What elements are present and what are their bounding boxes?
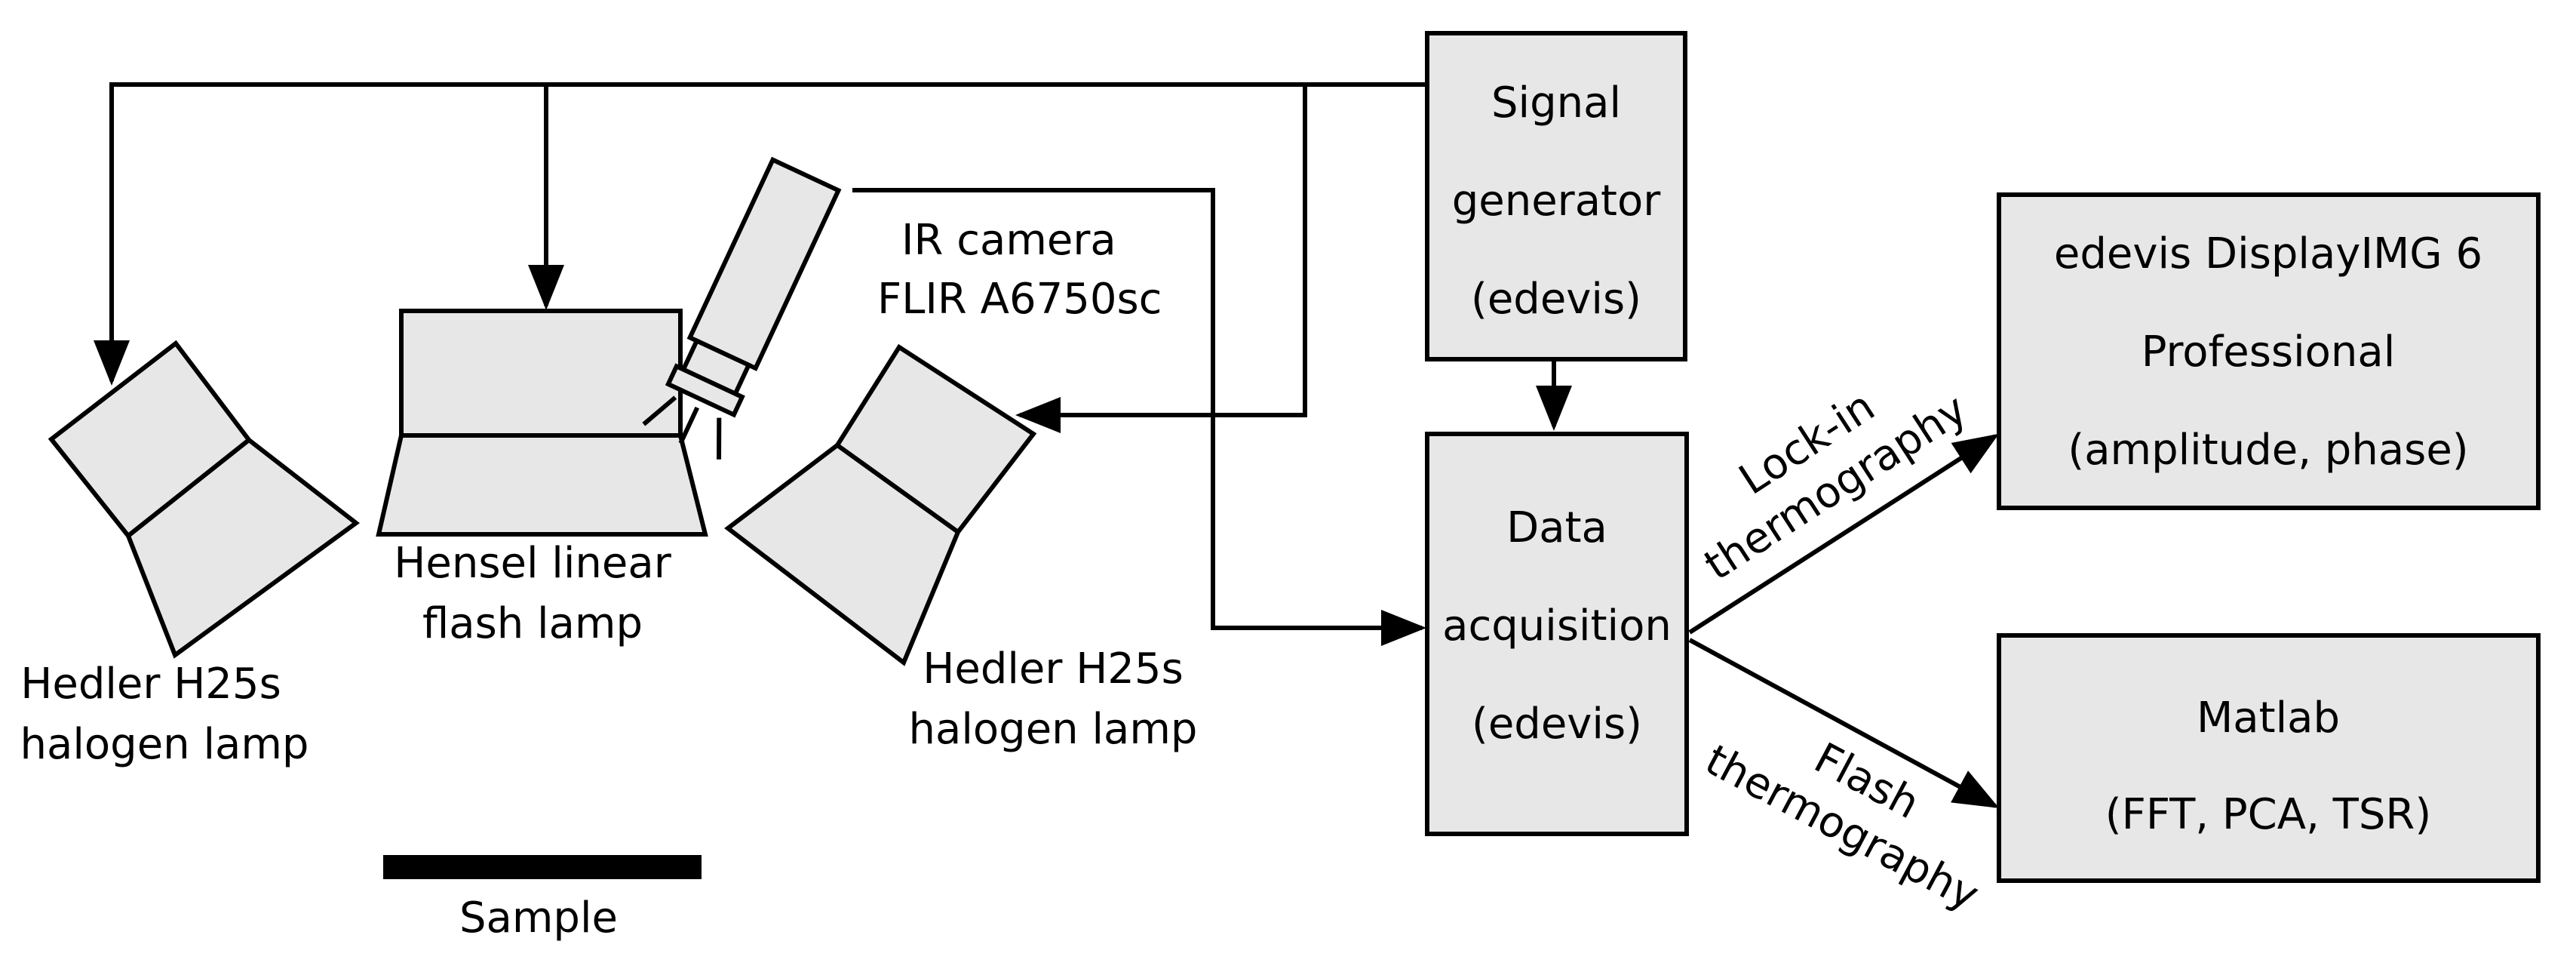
camera-data-line [852,188,1426,646]
flash-label: Flash thermography [1697,734,1987,921]
lockin-arrow [1688,433,2000,635]
trigger-line-left-halogen [94,82,1426,386]
lockin-label: Lock-in thermography [1696,382,1976,590]
flash-arrow [1688,638,2000,808]
trigger-wiring [94,82,1572,433]
matlab-line1: Matlab [2197,694,2340,743]
signal-generator-line2: generator [1452,177,1662,226]
sample-bar [383,855,702,879]
halogen-right-line2: halogen lamp [909,705,1198,754]
ir-camera [642,156,842,460]
data-acquisition-line2: acquisition [1442,601,1672,651]
matlab-box: Matlab (FFT, PCA, TSR) [1997,633,2541,883]
trigger-line-right-halogen [1015,85,1307,433]
sample-label: Sample [459,894,618,943]
displayimg-line3: (amplitude, phase) [2068,426,2468,475]
matlab-line2: (FFT, PCA, TSR) [2105,790,2431,839]
halogen-left-line2: halogen lamp [20,720,309,769]
halogen-left-line1: Hedler H25s [20,660,281,709]
ir-camera-line2: FLIR A6750sc [877,275,1162,324]
signal-generator-line3: (edevis) [1471,275,1641,324]
halogen-right-line1: Hedler H25s [923,644,1184,694]
data-acquisition-line3: (edevis) [1472,700,1642,749]
displayimg-line1: edevis DisplayIMG 6 [2054,229,2482,278]
flash-lamp-line1: Hensel linear [394,539,671,588]
flash-lamp-line2: flash lamp [422,599,643,648]
displayimg-box: edevis DisplayIMG 6 Professional (amplit… [1997,192,2541,510]
flash-lamp [376,309,708,537]
signal-generator-line1: Signal [1491,78,1621,128]
data-acquisition-line1: Data [1506,503,1607,552]
data-acquisition-box: Data acquisition (edevis) [1425,432,1689,836]
halogen-lamp-right [724,343,1037,666]
ir-camera-line1: IR camera [901,216,1116,265]
halogen-lamp-left [48,340,360,659]
displayimg-line2: Professional [2142,328,2396,377]
signal-generator-box: Signal generator (edevis) [1425,31,1687,361]
